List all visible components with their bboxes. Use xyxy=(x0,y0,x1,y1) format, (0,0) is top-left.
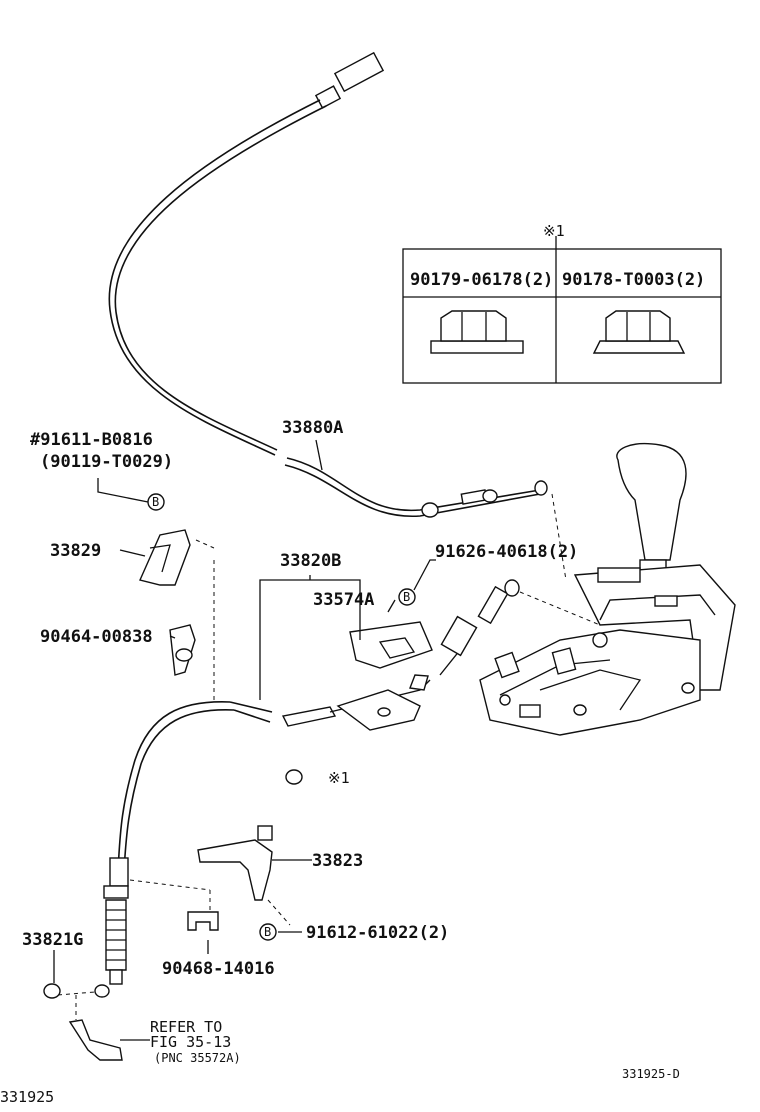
nut-33821g xyxy=(43,983,61,999)
svg-text:B: B xyxy=(403,590,410,604)
lever-reference-part xyxy=(68,1019,123,1061)
label-33823: 33823 xyxy=(312,851,363,871)
label-33821g: 33821G xyxy=(22,930,83,950)
bracket-33823 xyxy=(197,825,273,901)
label-90119-t0029: (90119-T0029) xyxy=(40,452,173,472)
refer-line-1: REFER TO xyxy=(150,1018,222,1036)
retainer-90468 xyxy=(187,911,219,931)
label-90464-00838: 90464-00838 xyxy=(40,627,153,647)
flange-nut-icon xyxy=(592,310,686,354)
label-33880a: 33880A xyxy=(282,418,343,438)
circle-b-marker: B xyxy=(398,588,416,606)
clip-90464 xyxy=(169,624,196,676)
nut-icon xyxy=(430,310,524,354)
control-cable-upper xyxy=(108,51,548,518)
cable-bracket xyxy=(336,689,421,731)
svg-text:B: B xyxy=(152,495,159,509)
circle-b-marker: B xyxy=(259,923,277,941)
shift-lever-assembly xyxy=(479,443,736,736)
nut-small xyxy=(285,769,303,785)
footer-code-left: 331925 xyxy=(0,1088,54,1106)
label-33574a: 33574A xyxy=(313,590,374,610)
label-91626-40618: 91626-40618(2) xyxy=(435,542,578,562)
footer-code-right: 331925-D xyxy=(622,1067,680,1081)
cable-plate xyxy=(349,621,433,669)
nut-table-note-mark: ※1 xyxy=(543,222,565,240)
refer-line-2: FIG 35-13 xyxy=(150,1033,231,1051)
label-91611-b0816: #91611-B0816 xyxy=(30,430,153,450)
label-90468-14016: 90468-14016 xyxy=(162,959,275,979)
clip-33829 xyxy=(139,529,191,586)
svg-text:B: B xyxy=(264,925,271,939)
circle-b-marker: B xyxy=(147,493,165,511)
label-33820b: 33820B xyxy=(280,551,341,571)
nut-table xyxy=(402,248,722,384)
refer-line-3: (PNC 35572A) xyxy=(154,1051,241,1065)
nut-table-col1: 90179-06178(2) xyxy=(410,270,553,290)
leader-lines xyxy=(53,236,601,1041)
label-33829: 33829 xyxy=(50,541,101,561)
label-91612-61022: 91612-61022(2) xyxy=(306,923,449,943)
nut-table-col2: 90178-T0003(2) xyxy=(562,270,705,290)
note-ref-mark: ※1 xyxy=(328,769,350,787)
